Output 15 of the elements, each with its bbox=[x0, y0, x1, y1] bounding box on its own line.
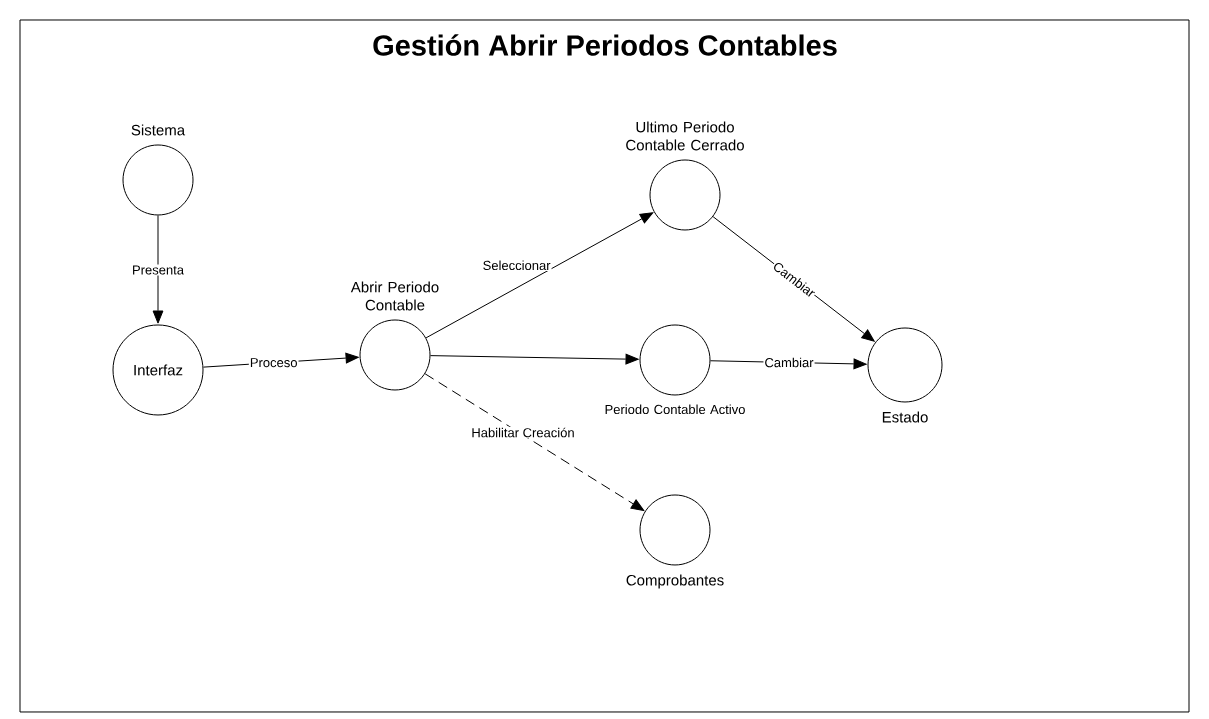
circle-node: Interfaz bbox=[112, 324, 204, 416]
arrow bbox=[152, 215, 164, 324]
node-label: Estado bbox=[882, 411, 928, 423]
edge-label: Proceso bbox=[248, 357, 299, 369]
node-label: Abrir Periodo Contable bbox=[350, 281, 439, 311]
edge-label: Presenta bbox=[131, 264, 186, 276]
node-label: Ultimo Periodo Contable Cerrado bbox=[626, 121, 744, 151]
node-label: Comprobantes bbox=[626, 574, 724, 589]
node-label: Periodo Contable Activo bbox=[605, 404, 745, 415]
title: Gestión Abrir Periodos Contables bbox=[373, 34, 837, 56]
edge-label: Seleccionar bbox=[481, 259, 552, 272]
node-label: Sistema bbox=[131, 124, 186, 136]
arrow bbox=[430, 353, 639, 365]
arrow bbox=[424, 373, 645, 511]
arrow bbox=[425, 212, 654, 339]
